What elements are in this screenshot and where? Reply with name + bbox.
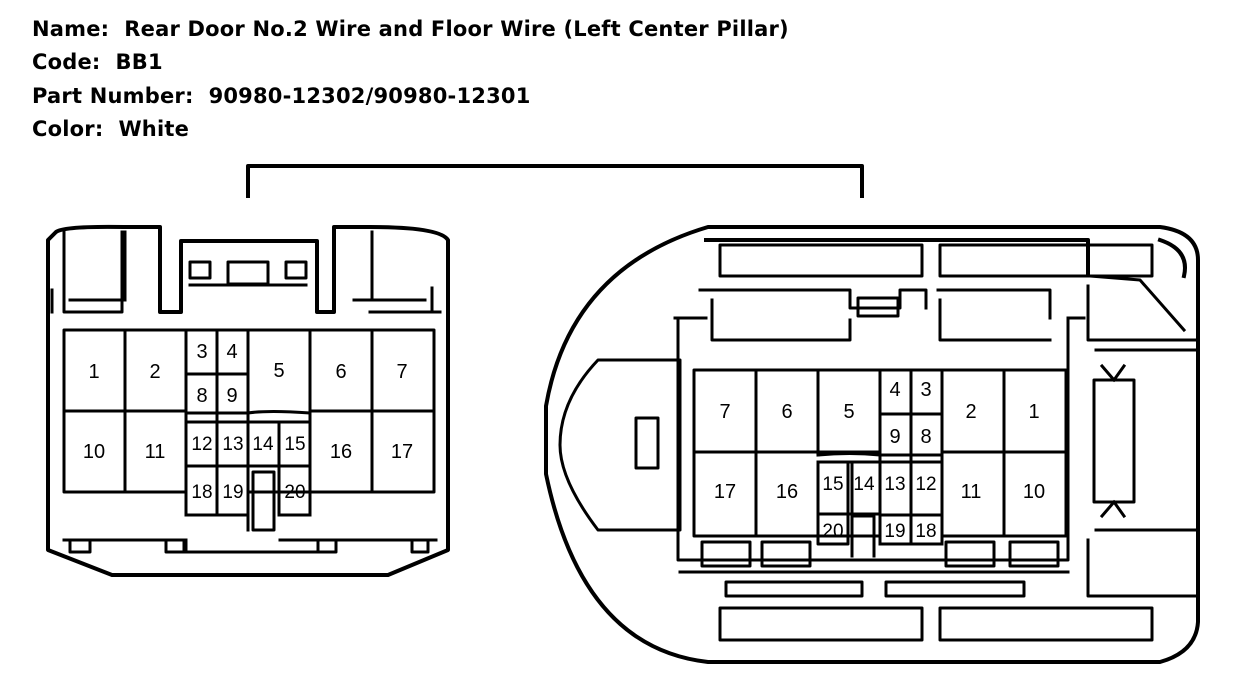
connector-code: Code: BB1	[32, 50, 163, 74]
female-pin-11: 11	[145, 441, 166, 463]
female-pin-13: 13	[222, 434, 243, 455]
female-pin-14: 14	[252, 434, 274, 455]
female-pin-10: 10	[83, 441, 105, 463]
male-pin-11: 11	[961, 481, 982, 503]
female-pin-4: 4	[226, 341, 237, 363]
connector-name: Name: Rear Door No.2 Wire and Floor Wire…	[32, 17, 789, 41]
male-pin-10: 10	[1023, 481, 1045, 503]
male-pin-4: 4	[889, 379, 900, 401]
female-pin-8: 8	[196, 385, 207, 407]
female-pin-15: 15	[284, 434, 305, 455]
female-pin-9: 9	[226, 385, 237, 407]
female-pin-19: 19	[222, 482, 243, 503]
male-pin-3: 3	[920, 379, 931, 401]
male-pin-8: 8	[920, 426, 931, 448]
part-number: Part Number: 90980-12302/90980-12301	[32, 84, 531, 108]
male-pin-19: 19	[884, 521, 905, 542]
male-pin-7: 7	[719, 401, 730, 423]
mating-bracket	[246, 164, 864, 198]
male-pin-2: 2	[965, 401, 976, 423]
female-pin-12: 12	[191, 434, 212, 455]
female-pin-17: 17	[391, 441, 413, 463]
male-pin-14: 14	[853, 474, 875, 495]
female-pin-2: 2	[149, 361, 160, 383]
male-pin-1: 1	[1028, 401, 1039, 423]
male-pin-13: 13	[884, 474, 905, 495]
female-pin-3: 3	[196, 341, 207, 363]
male-pin-17: 17	[714, 481, 736, 503]
male-pin-5: 5	[843, 401, 854, 423]
male-pin-16: 16	[776, 481, 798, 503]
male-pin-18: 18	[915, 521, 936, 542]
male-pin-12: 12	[915, 474, 936, 495]
female-pin-20: 20	[284, 482, 305, 503]
female-pin-5: 5	[273, 360, 284, 382]
female-pin-7: 7	[396, 361, 407, 383]
male-pin-9: 9	[889, 426, 900, 448]
female-pin-6: 6	[335, 361, 346, 383]
connector-color: Color: White	[32, 117, 190, 141]
male-pin-grid	[692, 368, 1068, 558]
female-pin-grid	[62, 328, 436, 530]
male-connector-housing	[544, 225, 1200, 664]
female-pin-1: 1	[88, 361, 99, 383]
male-pin-15: 15	[822, 474, 843, 495]
female-pin-16: 16	[330, 441, 352, 463]
female-pin-18: 18	[191, 482, 212, 503]
male-pin-20: 20	[822, 521, 843, 542]
female-pin-labels: 1 2 3 4 5 6 7 8 9 10 11 12 13 14 15 16 1…	[83, 341, 413, 503]
male-pin-labels: 1 2 3 4 5 6 7 8 9 10 11 12 13 14 15 16 1…	[714, 379, 1045, 542]
male-pin-6: 6	[781, 401, 792, 423]
